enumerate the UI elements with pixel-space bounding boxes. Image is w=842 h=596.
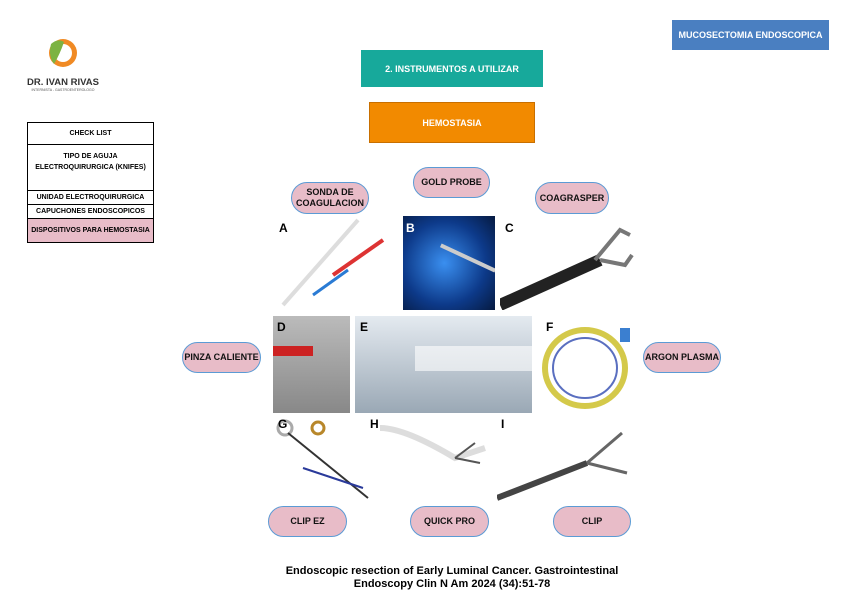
panel-label: C bbox=[505, 221, 514, 235]
device-clip-ez[interactable]: CLIP EZ bbox=[268, 506, 347, 537]
logo-icon bbox=[49, 39, 77, 67]
caption-line-2: Endoscopy Clin N Am 2024 (34):51-78 bbox=[353, 578, 551, 590]
image-h-quick-pro bbox=[379, 425, 486, 464]
panel-label: H bbox=[370, 417, 379, 431]
device-sonda[interactable]: SONDA DE COAGULACION bbox=[291, 182, 369, 214]
device-clip[interactable]: CLIP bbox=[553, 506, 631, 537]
device-pinza-caliente[interactable]: PINZA CALIENTE bbox=[182, 342, 261, 373]
device-coagrasper[interactable]: COAGRASPER bbox=[535, 182, 609, 214]
image-g-clip-ez bbox=[276, 419, 369, 499]
image-d-pinza bbox=[273, 316, 350, 413]
device-gold-probe[interactable]: GOLD PROBE bbox=[413, 167, 490, 198]
caption: Endoscopic resection of Early Luminal Ca… bbox=[252, 565, 652, 591]
subsection-header: HEMOSTASIA bbox=[369, 102, 535, 143]
logo-name: DR. IVAN RIVAS bbox=[27, 77, 99, 88]
panel-label: D bbox=[277, 320, 286, 334]
checklist-item-active: DISPOSITIVOS PARA HEMOSTASIA bbox=[27, 218, 154, 243]
caption-line-1: Endoscopic resection of Early Luminal Ca… bbox=[285, 565, 619, 577]
panel-label: A bbox=[279, 221, 288, 235]
panel-label: G bbox=[278, 417, 288, 431]
image-e-clip bbox=[355, 316, 532, 413]
image-i-clip bbox=[497, 431, 628, 501]
checklist-table: CHECK LIST TIPO DE AGUJA ELECTROQUIRURGI… bbox=[27, 122, 154, 243]
panel-label: E bbox=[360, 320, 369, 334]
topic-button[interactable]: MUCOSECTOMIA ENDOSCOPICA bbox=[672, 20, 829, 50]
image-c-coagrasper bbox=[500, 227, 634, 310]
checklist-item: TIPO DE AGUJA ELECTROQUIRURGICA (KNIFES) bbox=[27, 144, 154, 191]
logo-subtitle: INTERNISTA - GASTROENTEROLOGO bbox=[31, 88, 95, 92]
checklist-item: CAPUCHONES ENDOSCOPICOS bbox=[27, 204, 154, 219]
image-b-gold-probe bbox=[403, 216, 495, 310]
panel-label: I bbox=[501, 417, 505, 431]
logo: DR. IVAN RIVAS INTERNISTA - GASTROENTERO… bbox=[18, 36, 108, 92]
device-argon-plasma[interactable]: ARGON PLASMA bbox=[643, 342, 721, 373]
panel-label: F bbox=[546, 320, 554, 334]
checklist-title: CHECK LIST bbox=[27, 122, 154, 145]
section-header: 2. INSTRUMENTOS A UTILIZAR bbox=[361, 50, 543, 87]
panel-label: B bbox=[406, 221, 415, 235]
checklist-item: UNIDAD ELECTROQUIRURGICA bbox=[27, 190, 154, 205]
image-a-probe bbox=[281, 218, 385, 307]
device-quick-pro[interactable]: QUICK PRO bbox=[410, 506, 489, 537]
image-f-argon bbox=[542, 327, 630, 409]
